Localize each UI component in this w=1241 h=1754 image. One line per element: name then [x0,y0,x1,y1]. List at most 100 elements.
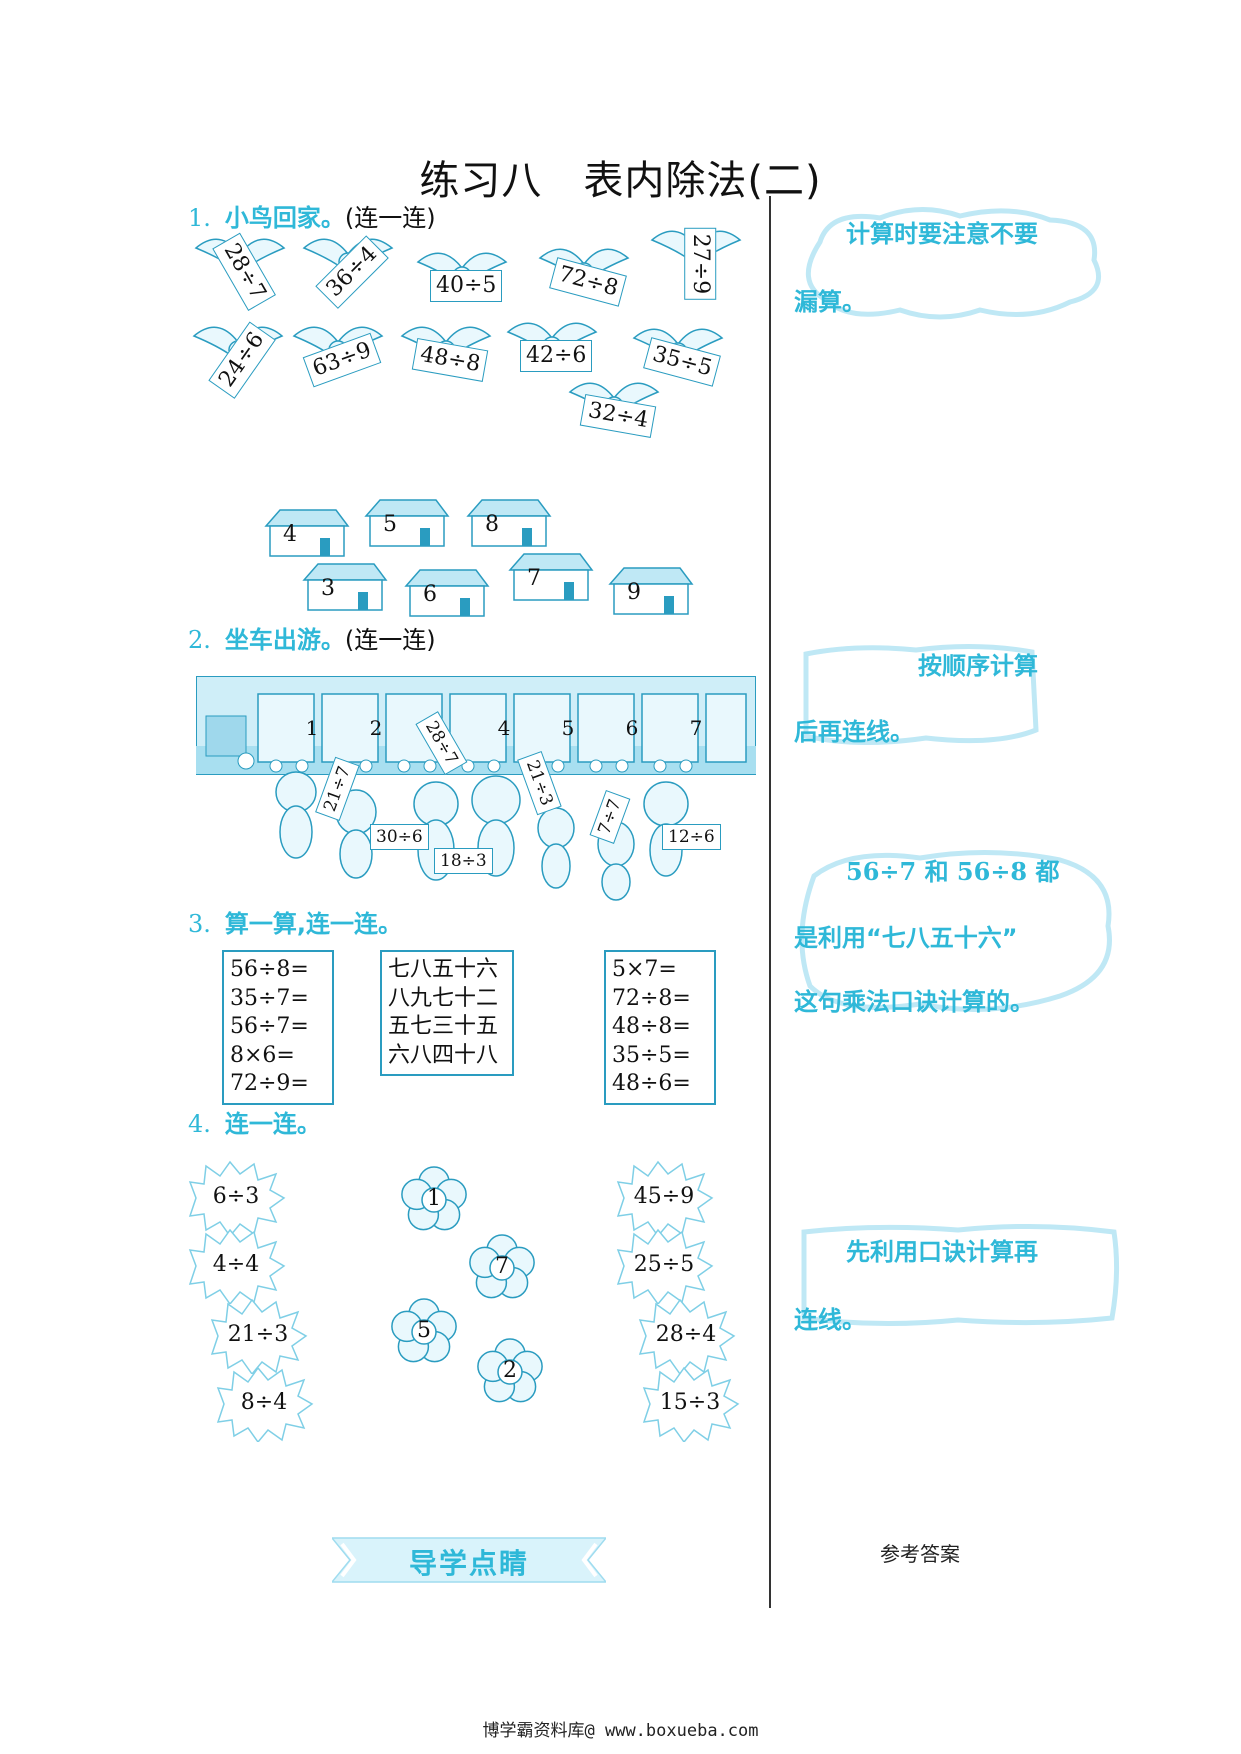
bird-card[interactable]: 42÷6 [520,340,593,372]
house-icon [404,569,490,617]
guide-banner: 导学点睛 [332,1536,606,1584]
house[interactable]: 9 [608,566,694,616]
flower-icon [391,1298,457,1363]
train-car-number: 7 [689,716,703,740]
cloud-bubble-1 [805,207,1101,320]
bird: 72÷8 [534,238,634,318]
train-illustration: 1234567 [195,675,757,776]
bird: 42÷6 [502,312,602,392]
expression: 35÷5= [612,1042,691,1068]
house[interactable]: 6 [404,568,490,618]
house-number: 6 [423,582,437,607]
note-3-line-3: 这句乘法口诀计算的。 [794,988,1034,1016]
leaf-icon [216,1366,314,1442]
house[interactable]: 4 [264,508,350,558]
leaf[interactable]: 25÷5 [614,1228,714,1304]
expression: 56÷7= [230,1014,309,1039]
leaf-icon [616,1228,714,1304]
leaf-icon [188,1228,286,1304]
expression: 72÷9= [230,1071,309,1096]
leaf-expression: 8÷4 [240,1390,288,1415]
bird: 48÷8 [396,316,496,396]
q1-number: 1. [188,204,211,232]
page-title: 练习八 表内除法(二) [419,158,822,204]
leaf[interactable]: 28÷4 [636,1298,736,1374]
q2-paren: (连一连) [344,626,436,654]
q4-heading: 4. 连一连。 [188,1104,321,1139]
note-3-line-1: 56÷7 和 56÷8 都 [846,857,1060,886]
animal-sign[interactable]: 18÷3 [434,848,493,874]
animal-sign[interactable]: 30÷6 [370,824,429,850]
bird: 63÷9 [288,316,388,396]
leaf-expression: 21÷3 [227,1322,289,1347]
house[interactable]: 3 [302,562,388,612]
leaf-expression: 15÷3 [659,1390,721,1415]
flower-number: 2 [503,1358,517,1383]
q2-number: 2. [188,626,211,654]
bird: 28÷7 [190,228,290,312]
q3-right-box: 5×7= 72÷8= 48÷8= 35÷5= 48÷6= [604,950,716,1105]
leaf[interactable]: 21÷3 [208,1298,308,1374]
house[interactable]: 5 [364,498,450,548]
house-number: 3 [321,576,335,601]
flower-icon [469,1234,535,1299]
leaf[interactable]: 45÷9 [614,1160,714,1236]
leaf[interactable]: 15÷3 [640,1366,740,1442]
bird: 40÷5 [412,242,512,322]
q1-label: 小鸟回家。 [224,204,345,232]
expression: 48÷8= [612,1014,691,1039]
bird: 24÷6 [188,316,288,399]
house-icon [364,499,450,547]
bird: 32÷4 [564,372,664,452]
q4-number: 4. [188,1110,211,1138]
leaf-icon [638,1298,736,1374]
flower[interactable]: 5 [388,1296,460,1368]
leaf-expression: 25÷5 [633,1252,695,1277]
house[interactable]: 7 [508,552,594,602]
house-number: 4 [283,522,297,547]
banner-text: 导学点睛 [408,1547,529,1580]
flower[interactable]: 1 [398,1164,470,1236]
leaf-expression: 45÷9 [633,1184,695,1209]
leaf[interactable]: 4÷4 [186,1228,286,1304]
leaf-icon [210,1298,308,1374]
flower-number: 1 [427,1186,441,1211]
q1-paren: (连一连) [344,204,436,232]
animal-sign[interactable]: 12÷6 [662,824,721,850]
house-icon [466,499,552,547]
train-car-number: 2 [369,716,383,740]
cloud-bubble-4 [801,1223,1120,1327]
q2-label: 坐车出游。 [224,626,345,654]
q3-left-box: 56÷8= 35÷7= 56÷7= 8×6= 72÷9= [222,950,334,1105]
flower-number: 7 [495,1254,509,1279]
flower[interactable]: 7 [466,1232,538,1304]
house-number: 9 [627,580,641,605]
bird: 35÷5 [628,318,728,398]
note-2-line-2: 后再连线。 [794,718,914,746]
expression: 48÷6= [612,1071,691,1096]
note-4-line-2: 连线。 [794,1306,866,1334]
leaf-icon [616,1160,714,1236]
train-car-number: 6 [625,716,639,740]
flower[interactable]: 2 [474,1336,546,1408]
house[interactable]: 8 [466,498,552,548]
leaf-expression: 4÷4 [212,1252,260,1277]
note-2-line-1: 按顺序计算 [918,652,1038,680]
expression: 72÷8= [612,985,691,1011]
leaf[interactable]: 6÷3 [186,1160,286,1236]
house-number: 7 [527,566,541,591]
leaf-expression: 6÷3 [212,1184,260,1209]
cloud-bubble-2 [803,643,1039,746]
q4-label: 连一连。 [224,1110,321,1138]
leaf[interactable]: 8÷4 [214,1366,314,1442]
bird-card[interactable]: 27÷9 [684,227,717,301]
note-4-line-1: 先利用口诀计算再 [846,1238,1038,1266]
multiplication-rhyme: 八九七十二 [388,985,499,1011]
q3-middle-box: 七八五十六 八九七十二 五七三十五 六八四十八 [380,950,514,1076]
multiplication-rhyme: 七八五十六 [388,957,499,982]
train-car-number: 1 [305,716,319,740]
expression: 5×7= [612,957,677,982]
footer-watermark: 博学霸资料库@ www.boxueba.com [482,1721,759,1741]
bird-card[interactable]: 40÷5 [430,270,503,302]
cloud-bubble-3 [799,850,1112,1012]
